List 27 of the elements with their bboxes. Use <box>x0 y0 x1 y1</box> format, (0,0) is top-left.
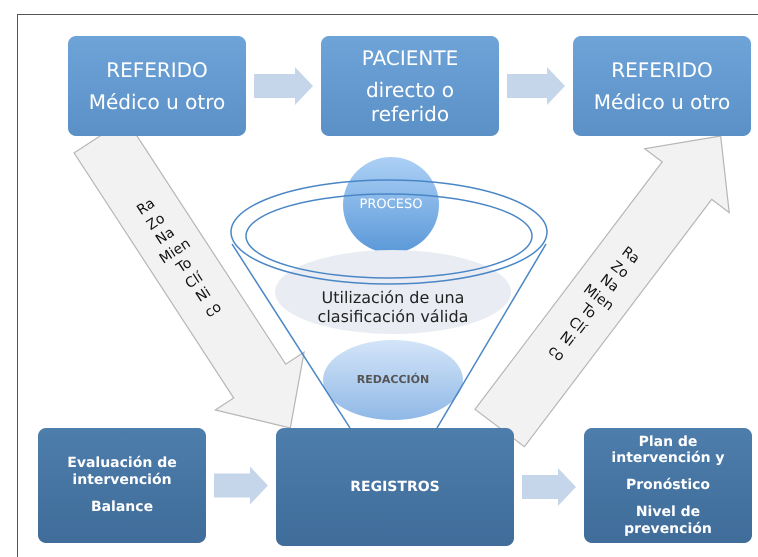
node-text: REGISTROS <box>350 478 440 496</box>
node-text: REFERIDO <box>611 58 713 82</box>
node-text: REFERIDO <box>106 58 208 82</box>
process-box <box>38 428 206 543</box>
process-box <box>276 428 514 546</box>
node-text: Nivel de prevención <box>623 504 713 538</box>
block-arrow <box>522 468 576 506</box>
block-arrow <box>474 135 730 448</box>
node-text: Plan de intervención y <box>610 434 726 468</box>
block-arrow <box>507 67 565 105</box>
node-text: Médico u otro <box>594 90 730 114</box>
node-text: Utilización de una clasificación válida <box>316 288 470 326</box>
process-box <box>573 36 751 136</box>
edge-label: Ra Zo Na Mien To Clí Ni co <box>133 194 226 322</box>
node-text: REDACCIÓN <box>356 373 430 387</box>
process-box <box>584 428 752 543</box>
node-text: Médico u otro <box>88 90 226 114</box>
node-text: PACIENTE <box>362 46 458 70</box>
block-arrow <box>254 67 313 105</box>
node-text: Evaluación de intervención <box>66 455 178 489</box>
node-text: PROCESO <box>360 197 422 213</box>
process-box <box>321 36 499 136</box>
block-arrow <box>214 466 268 504</box>
node-text: Pronóstico <box>626 477 710 494</box>
node-text: directo o referido <box>364 78 455 126</box>
process-box <box>68 36 246 136</box>
node-text: Balance <box>90 498 154 516</box>
